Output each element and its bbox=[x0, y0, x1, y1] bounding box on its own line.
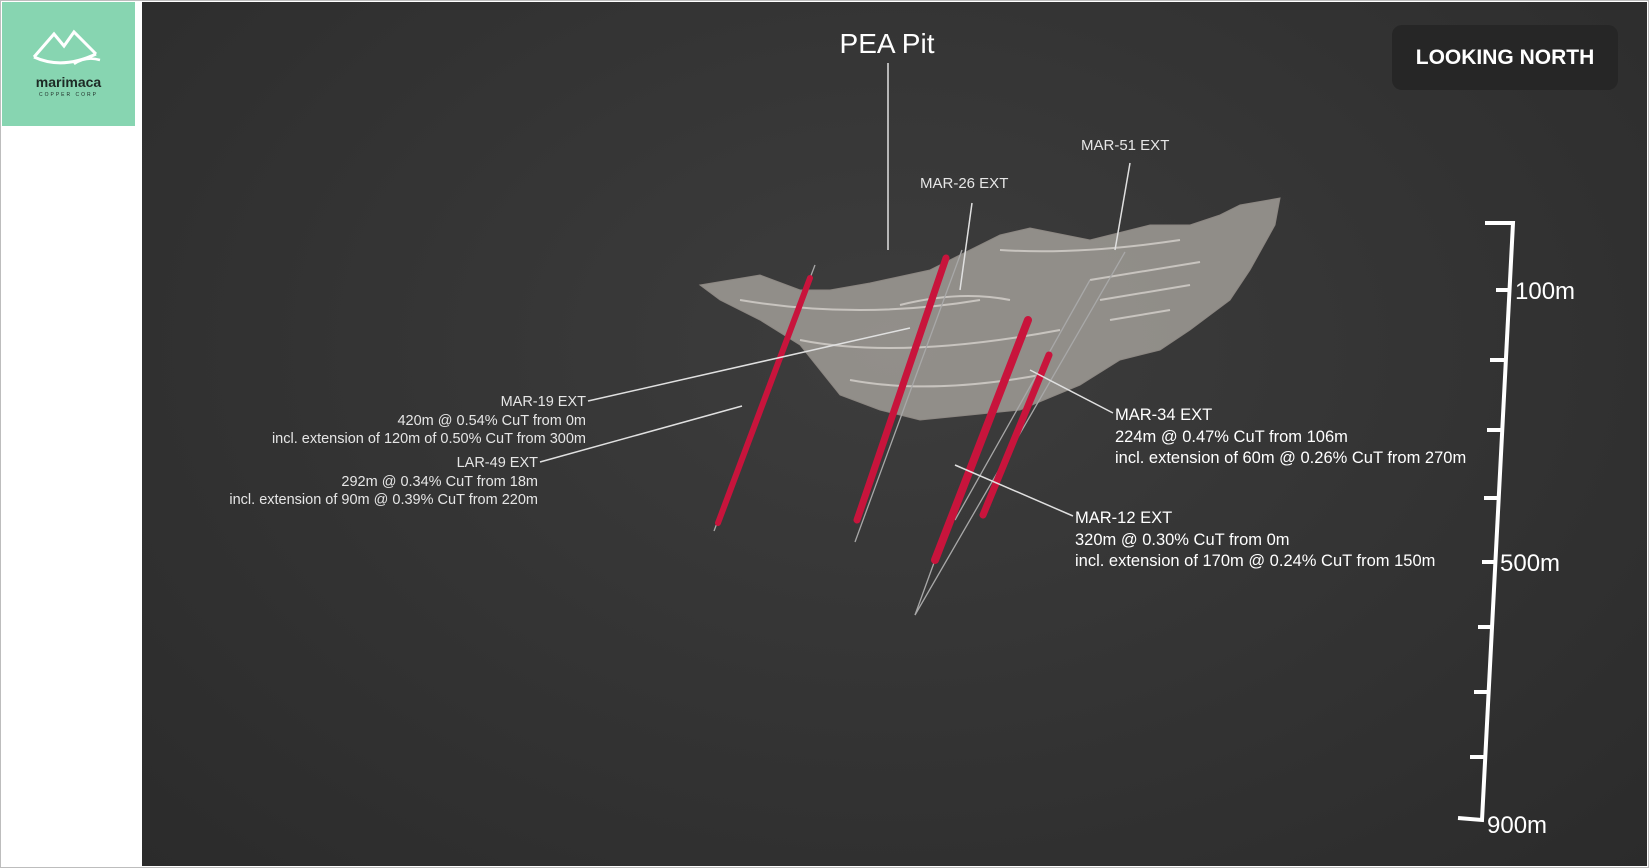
mar34-name: MAR-34 EXT bbox=[1115, 406, 1213, 424]
mar19-name: MAR-19 EXT bbox=[500, 394, 586, 410]
annotation-lar49: LAR-49 EXT 292m @ 0.34% CuT from 18m inc… bbox=[229, 454, 538, 510]
scale-label-100m: 100m bbox=[1515, 278, 1576, 305]
scale-label-500m: 500m bbox=[1500, 550, 1561, 577]
drillhole-mar19 bbox=[715, 275, 813, 526]
mar12-name: MAR-12 EXT bbox=[1075, 509, 1173, 527]
logo-name: marimaca bbox=[35, 74, 102, 90]
leader-lines bbox=[539, 63, 1131, 517]
pea-pit-shell bbox=[698, 197, 1281, 421]
logo-subtitle: COPPER CORP bbox=[39, 92, 98, 98]
mountain-logo-icon bbox=[32, 29, 101, 66]
scale-label-900m: 900m bbox=[1487, 812, 1548, 839]
annotation-mar19: MAR-19 EXT 420m @ 0.54% CuT from 0m incl… bbox=[272, 393, 586, 449]
mar12-line2: incl. extension of 170m @ 0.24% CuT from… bbox=[1075, 552, 1436, 570]
depth-scale-bar bbox=[1457, 221, 1516, 823]
annotation-mar34: MAR-34 EXT 224m @ 0.47% CuT from 106m in… bbox=[1115, 405, 1466, 470]
drillhole-mar26 bbox=[853, 254, 950, 524]
lar49-line2: incl. extension of 90m @ 0.39% CuT from … bbox=[229, 492, 538, 508]
mar34-line1: 224m @ 0.47% CuT from 106m bbox=[1115, 427, 1348, 446]
mar34-line2: incl. extension of 60m @ 0.26% CuT from … bbox=[1115, 449, 1467, 467]
annotation-mar12: MAR-12 EXT 320m @ 0.30% CuT from 0m incl… bbox=[1075, 508, 1435, 573]
label-mar51: MAR-51 EXT bbox=[1081, 137, 1170, 154]
mar19-line2: incl. extension of 120m of 0.50% CuT fro… bbox=[271, 431, 586, 447]
view-direction-badge: LOOKING NORTH bbox=[1392, 25, 1618, 90]
drillholes bbox=[715, 254, 1053, 564]
mar19-line1: 420m @ 0.54% CuT from 0m bbox=[397, 412, 586, 429]
mar12-line1: 320m @ 0.30% CuT from 0m bbox=[1075, 530, 1290, 549]
drillhole-mar34 bbox=[979, 351, 1053, 519]
lar49-name: LAR-49 EXT bbox=[456, 455, 538, 471]
label-mar26: MAR-26 EXT bbox=[920, 175, 1009, 192]
company-logo: marimaca COPPER CORP bbox=[2, 2, 135, 126]
drillhole-mar12 bbox=[931, 316, 1032, 564]
pea-pit-title: PEA Pit bbox=[839, 28, 935, 59]
lar49-line1: 292m @ 0.34% CuT from 18m bbox=[341, 473, 538, 490]
